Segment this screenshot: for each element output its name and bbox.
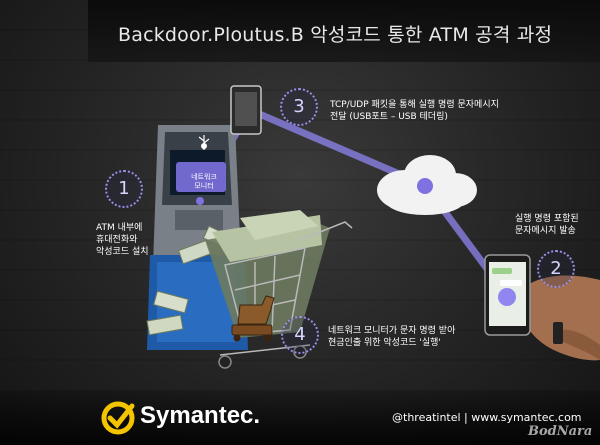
shopping-cart xyxy=(205,210,353,369)
hand-with-smartphone xyxy=(484,254,600,361)
step-3-line: 전달 (USB포트 – USB 테더링) xyxy=(330,112,448,122)
step-2-label: 실행 명령 포함된 문자메시지 발송 xyxy=(515,213,579,237)
usb-icon xyxy=(198,135,210,150)
step-3-line: TCP/UDP 패킷을 통해 실행 명령 문자메시지 xyxy=(330,100,499,110)
step-4-badge: 4 xyxy=(281,316,319,354)
step-4-line: 현금인출 위한 악성코드 '실행' xyxy=(328,338,441,348)
step-2-line: 문자메시지 발송 xyxy=(515,226,576,236)
footer-bar xyxy=(0,390,600,445)
symantec-logo-text: Symantec. xyxy=(140,402,261,429)
step-2-badge: 2 xyxy=(537,250,575,288)
step-1-label: ATM 내부에 휴대전화와 악성코드 설치 xyxy=(96,222,149,258)
watermark: BodNara xyxy=(528,424,593,439)
step-1-line: 휴대전화와 xyxy=(96,235,138,245)
atm-screen-label: 네트워크 모니터 xyxy=(180,173,228,191)
step-3-label: TCP/UDP 패킷을 통해 실행 명령 문자메시지 전달 (USB포트 – U… xyxy=(330,99,499,123)
checkmark-logo-icon xyxy=(101,401,135,435)
step-1-badge: 1 xyxy=(105,170,143,208)
footer-links: @threatintel | www.symantec.com xyxy=(392,411,582,424)
atm-screen-line: 모니터 xyxy=(194,182,214,190)
cloud-icon xyxy=(377,155,477,215)
step-4-label: 네트워크 모니터가 문자 명령 받아 현금인출 위한 악성코드 '실행' xyxy=(328,325,455,349)
step-3-badge: 3 xyxy=(280,88,318,126)
step-1-line: 악성코드 설치 xyxy=(96,247,149,257)
atm-screen-line: 네트워크 xyxy=(191,173,217,181)
step-2-line: 실행 명령 포함된 xyxy=(515,214,579,224)
mobile-phone-icon xyxy=(230,85,262,135)
page-title: Backdoor.Ploutus.B 악성코드 통한 ATM 공격 과정 xyxy=(118,24,553,46)
network-monitor-box xyxy=(176,162,226,192)
trojan-horse-icon xyxy=(231,295,275,342)
title-bar xyxy=(88,0,600,62)
step-1-line: ATM 내부에 xyxy=(96,223,143,233)
step-4-line: 네트워크 모니터가 문자 명령 받아 xyxy=(328,326,456,336)
